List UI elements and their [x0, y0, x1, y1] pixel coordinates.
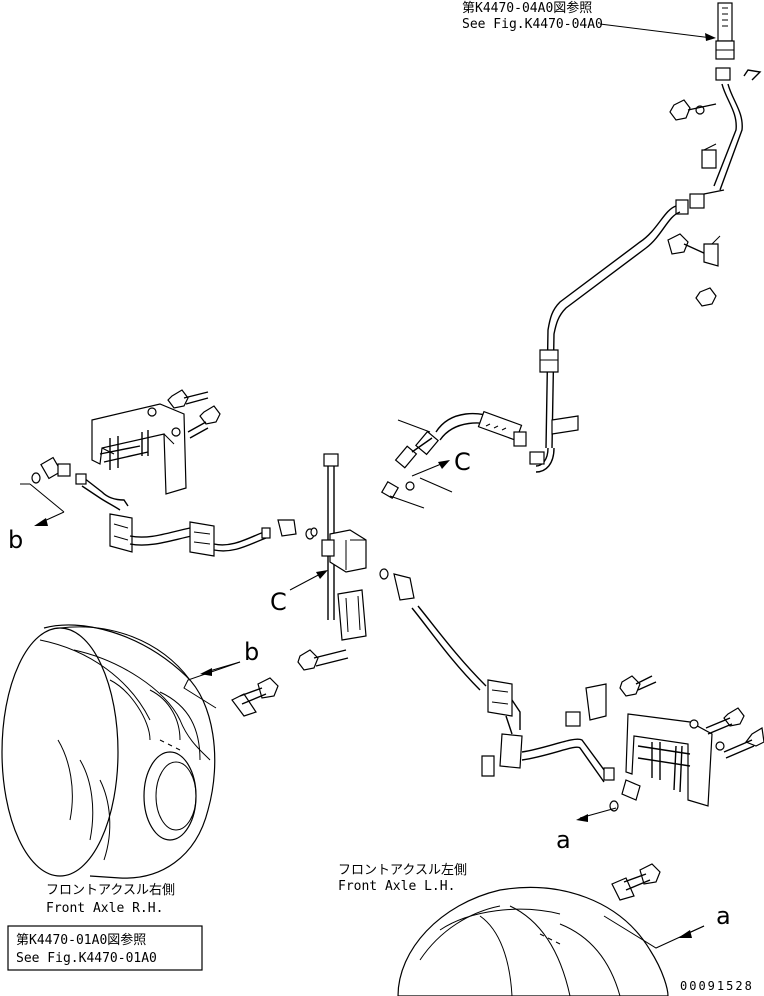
marker-c-upper: C	[411, 448, 471, 477]
reference-arrow-top	[599, 23, 716, 41]
reference-top-en: See Fig.K4470-04A0	[462, 17, 603, 32]
upper-tube-assembly	[529, 2, 762, 473]
axle-rh-label: フロントアクスル右側 Front Axle R.H.	[46, 883, 175, 916]
marker-c-lower-label: C	[270, 588, 287, 616]
marker-a-upper-label: a	[716, 902, 731, 930]
upper-center-hose	[380, 410, 527, 509]
front-axle-lh-drawing	[397, 863, 669, 996]
marker-b-lower-label: b	[244, 638, 259, 666]
reference-box: 第K4470-01A0図参照 See Fig.K4470-01A0	[7, 925, 203, 971]
marker-c-lower: C	[270, 570, 328, 616]
front-axle-rh-drawing	[1, 624, 279, 879]
marker-b-upper-label: b	[8, 526, 23, 554]
reference-box-en: See Fig.K4470-01A0	[16, 951, 157, 966]
marker-b-lower: b	[183, 638, 259, 709]
marker-b-upper: b	[8, 483, 65, 554]
marker-c-upper-label: C	[454, 448, 471, 476]
right-lower-tube-assembly	[411, 605, 657, 812]
axle-rh-en: Front Axle R.H.	[46, 901, 163, 916]
reference-box-jp: 第K4470-01A0図参照	[16, 932, 146, 948]
axle-lh-en: Front Axle L.H.	[338, 879, 455, 894]
axle-lh-label: フロントアクスル左側 Front Axle L.H.	[338, 863, 467, 894]
drawing-code: 00091528	[680, 979, 754, 993]
reference-top-jp: 第K4470-04A0図参照	[462, 0, 592, 16]
reference-label-top: 第K4470-04A0図参照 See Fig.K4470-04A0	[462, 0, 603, 32]
marker-a-lower-label: a	[556, 826, 571, 854]
left-tube-assembly	[31, 456, 315, 557]
axle-rh-jp: フロントアクスル右側	[46, 883, 175, 898]
center-valve-assembly	[297, 453, 415, 671]
axle-lh-jp: フロントアクスル左側	[338, 863, 467, 878]
left-bracket-upper	[91, 389, 221, 495]
right-bracket-lower	[625, 707, 764, 807]
marker-a-upper: a	[603, 902, 731, 949]
marker-a-lower: a	[556, 807, 617, 854]
